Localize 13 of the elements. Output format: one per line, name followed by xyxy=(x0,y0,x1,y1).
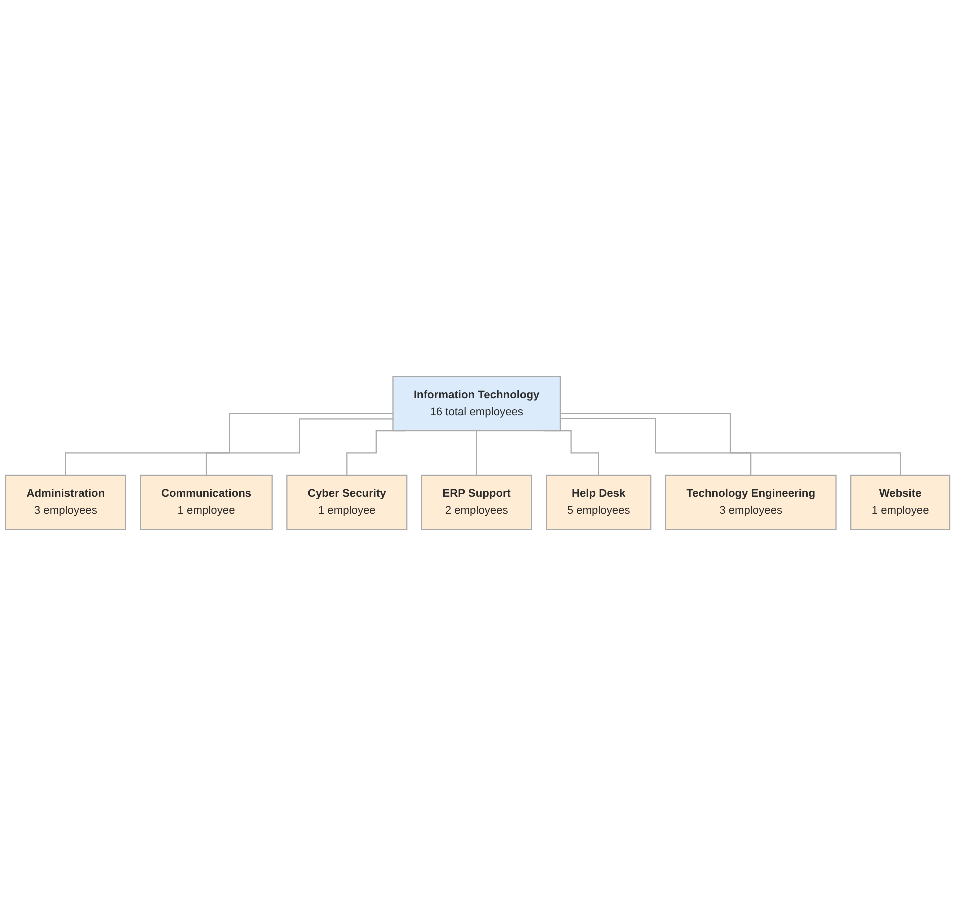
node-box: Cyber Security 1 employee xyxy=(286,475,408,530)
node-box: Website 1 employee xyxy=(850,475,951,530)
node-box: Technology Engineering 3 employees xyxy=(665,475,837,530)
connector xyxy=(65,414,394,476)
node-box: Administration 3 employees xyxy=(5,475,126,530)
connector xyxy=(560,413,902,476)
node-box: ERP Support 2 employees xyxy=(421,475,532,530)
node-box: Communications 1 employee xyxy=(140,475,273,530)
connector xyxy=(560,418,752,476)
connector xyxy=(476,430,478,476)
node-box: Information Technology 16 total employees xyxy=(392,376,562,432)
node-box: Help Desk 5 employees xyxy=(546,475,652,530)
connector xyxy=(206,418,394,476)
